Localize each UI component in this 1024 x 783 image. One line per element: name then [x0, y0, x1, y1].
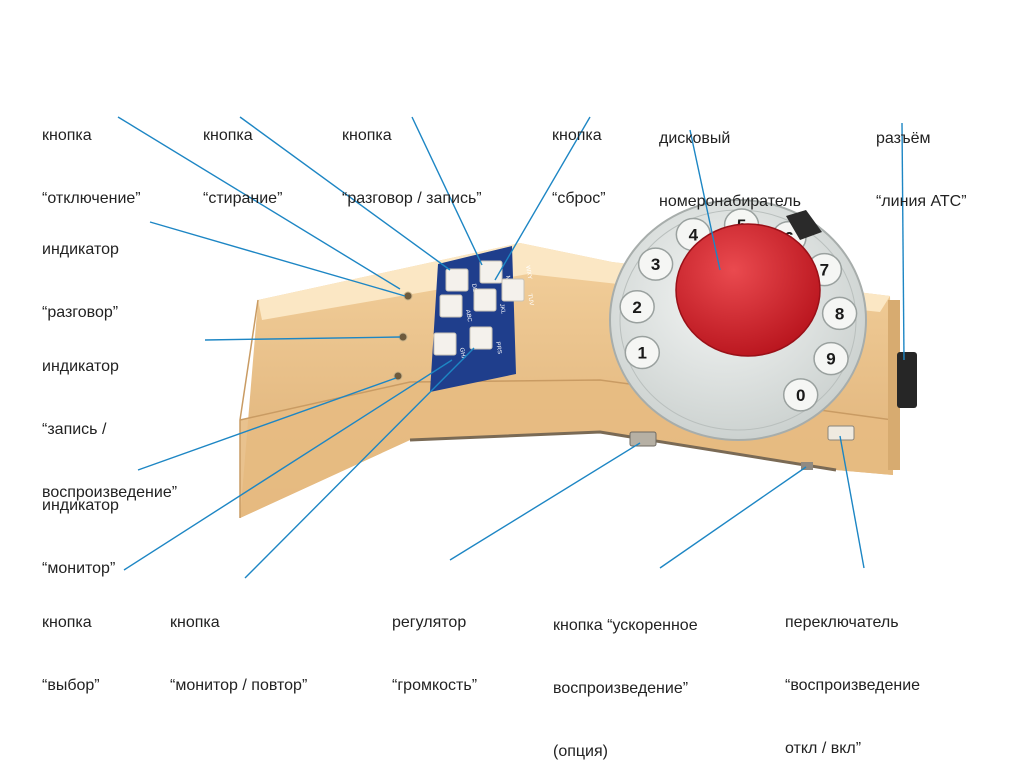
callout-monitor-repeat-button: кнопка “монитор / повтор”: [170, 570, 307, 717]
callout-talk-indicator: индикатор “разговор”: [42, 197, 119, 344]
dial-finger-hole[interactable]: 2: [619, 290, 655, 324]
callout-record-play-indicator: индикатор “запись / воспроизведение”: [42, 314, 177, 524]
dial-digit: 3: [651, 255, 660, 274]
leader-line: [901, 122, 905, 361]
keypad-key[interactable]: PRS: [469, 326, 502, 355]
leader-line: [494, 116, 591, 281]
leader-line: [149, 221, 406, 297]
callout-line: “монитор”: [42, 560, 116, 577]
callout-rotary-dial: дисковый номеронабиратель: [659, 86, 801, 233]
fast-play-button[interactable]: [801, 462, 813, 470]
device-illustration: DEFMNOWXYABCJKLTUVGHIPRS 1234567890: [117, 116, 917, 579]
callout-line: “разговор / запись”: [342, 190, 482, 207]
callout-reset-button: кнопка “сброс”: [552, 83, 606, 230]
dial-finger-hole[interactable]: 9: [813, 341, 849, 376]
key-letters: GHI: [458, 347, 466, 359]
leader-line: [449, 442, 641, 561]
callout-select-button: кнопка “выбор”: [42, 570, 100, 717]
callout-line: кнопка: [170, 614, 220, 631]
key-letters: TUV: [526, 293, 534, 306]
callout-line: “стирание”: [203, 190, 283, 207]
keypad-key[interactable]: GHI: [433, 332, 466, 359]
dial-digit: 0: [796, 386, 805, 405]
callout-line: (опция): [553, 743, 608, 760]
line-jack[interactable]: [897, 352, 917, 408]
key-letters: JKL: [498, 303, 506, 315]
callout-line: дисковый: [659, 130, 731, 147]
callout-fast-play-button: кнопка “ускоренное воспроизведение” (опц…: [553, 573, 698, 783]
dial-finger-hole[interactable]: 3: [637, 247, 674, 281]
callout-line: переключатель: [785, 614, 899, 631]
callout-line: индикатор: [42, 241, 119, 258]
key-letters: WXY: [524, 265, 532, 280]
callout-line: воспроизведение”: [42, 484, 178, 501]
callout-erase-button: кнопка “стирание”: [203, 83, 282, 230]
leader-line: [123, 359, 453, 571]
callout-line: “громкость”: [392, 677, 478, 694]
callout-playback-switch: переключатель “воспроизведение откл / вк…: [785, 570, 920, 780]
leader-line: [659, 466, 807, 569]
callout-line-jack: разъём “линия АТС”: [876, 86, 967, 233]
talk-indicator-led: [403, 291, 413, 301]
callout-line: воспроизведение”: [553, 680, 689, 697]
callout-line: “воспроизведение: [785, 677, 921, 694]
key-letters: ABC: [464, 309, 472, 323]
dial-finger-hole[interactable]: 1: [624, 335, 661, 370]
callout-line: кнопка: [342, 127, 392, 144]
dial-digit: 2: [632, 298, 641, 317]
dial-finger-hole[interactable]: 8: [821, 296, 858, 331]
leader-line: [244, 347, 475, 579]
callout-line: “разговор”: [42, 304, 119, 321]
callout-talk-record-button: кнопка “разговор / запись”: [342, 83, 482, 230]
dial-finger-hole[interactable]: 0: [782, 378, 819, 412]
leader-line: [689, 129, 721, 271]
key-letters: PRS: [494, 341, 502, 354]
keypad-key[interactable]: TUV: [501, 278, 534, 306]
leader-line: [239, 116, 451, 271]
keypad-key[interactable]: ABC: [439, 294, 472, 323]
rotary-dial[interactable]: 1234567890: [609, 199, 867, 441]
leader-line: [204, 336, 401, 341]
callout-line: “монитор / повтор”: [170, 677, 308, 694]
keypad: DEFMNOWXYABCJKLTUVGHIPRS: [430, 246, 534, 392]
volume-knob[interactable]: [629, 431, 657, 447]
keypad-key[interactable]: WXY: [524, 265, 532, 280]
callout-monitor-indicator: индикатор “монитор”: [42, 453, 119, 600]
callout-line: кнопка: [203, 127, 253, 144]
keypad-key[interactable]: JKL: [473, 288, 506, 315]
callout-volume-knob: регулятор “громкость”: [392, 570, 477, 717]
dial-digit: 4: [689, 226, 699, 245]
callout-line: кнопка: [42, 127, 92, 144]
dial-digit: 9: [826, 350, 835, 369]
dial-digit: 1: [638, 344, 647, 363]
record-play-indicator-led: [398, 332, 408, 342]
leader-line: [137, 377, 397, 471]
leader-line: [411, 116, 483, 266]
callout-line: индикатор: [42, 358, 119, 375]
callout-line: откл / вкл”: [785, 740, 862, 757]
callout-line: “запись /: [42, 421, 107, 438]
callout-line: “отключение”: [42, 190, 141, 207]
leader-line: [839, 435, 865, 569]
leader-line: [117, 116, 401, 290]
dial-center-cap: [675, 223, 821, 357]
callout-line: регулятор: [392, 614, 467, 631]
dial-digit: 7: [820, 261, 829, 280]
callout-line: “линия АТС”: [876, 193, 967, 210]
callout-line: “сброс”: [552, 190, 606, 207]
callout-line: кнопка: [552, 127, 602, 144]
callout-line: разъём: [876, 130, 931, 147]
callout-line: номеронабиратель: [659, 193, 801, 210]
finger-stop: [786, 210, 822, 240]
callout-off-button: кнопка “отключение”: [42, 83, 141, 230]
callout-line: “выбор”: [42, 677, 100, 694]
callout-line: индикатор: [42, 497, 119, 514]
dial-digit: 8: [835, 304, 844, 323]
callout-line: кнопка: [42, 614, 92, 631]
callout-line: кнопка “ускоренное: [553, 617, 698, 634]
